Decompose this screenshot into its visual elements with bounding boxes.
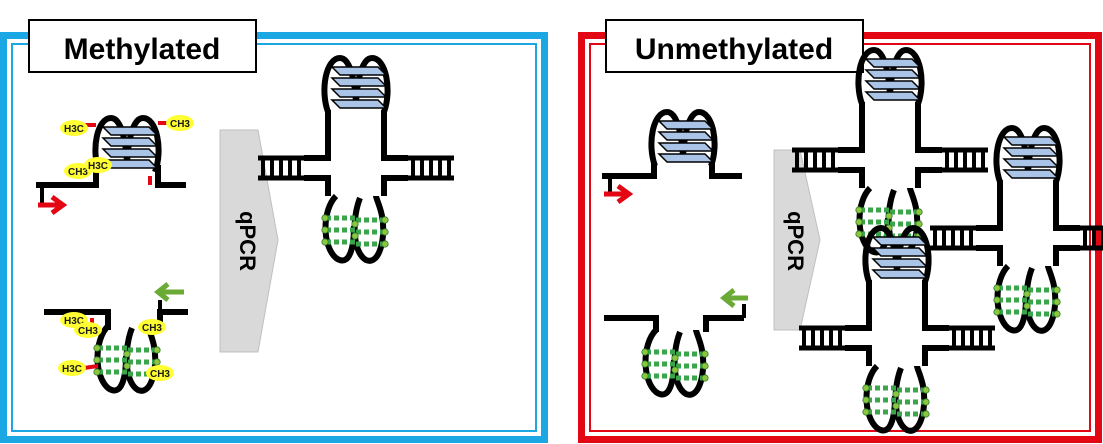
unmethylated-frame-inner	[589, 43, 1091, 432]
methyl-tag: CH3	[146, 365, 174, 381]
svg-text:H3C: H3C	[88, 161, 108, 172]
amplification-product	[792, 50, 988, 253]
methyl-tag: CH3	[138, 319, 166, 335]
unmethylated-template-top	[602, 112, 742, 194]
unmethylated-frame-outer	[578, 32, 1102, 443]
unmethylated-title-box	[605, 19, 864, 73]
methyl-tag: CH3	[64, 163, 92, 179]
svg-text:CH3: CH3	[68, 167, 88, 178]
methyl-tag: CH3	[166, 115, 194, 131]
svg-text:CH3: CH3	[170, 119, 190, 130]
unmethylated-panel: Unmethylated qPCR	[578, 19, 1103, 443]
unmethylated-template-bottom	[604, 304, 746, 395]
svg-text:qPCR: qPCR	[235, 211, 260, 271]
svg-text:H3C: H3C	[64, 124, 84, 135]
amplification-product	[799, 228, 995, 431]
forward-primer-arrow	[38, 194, 68, 216]
methylated-frame-inner	[11, 43, 537, 432]
svg-text:qPCR: qPCR	[783, 211, 808, 271]
svg-text:CH3: CH3	[142, 323, 162, 334]
methyl-tag: H3C	[58, 360, 86, 376]
svg-text:H3C: H3C	[64, 316, 84, 327]
methyl-tag: H3C	[60, 120, 88, 136]
methylated-template-top: H3C CH3 CH3 H3C	[36, 115, 194, 203]
methyl-tag: H3C	[84, 157, 112, 173]
svg-text:H3C: H3C	[62, 364, 82, 375]
methylated-title: Methylated	[64, 33, 221, 66]
amplification-product	[258, 58, 454, 261]
methylated-template-bottom: H3C CH3 CH3 H3C CH3	[44, 300, 188, 391]
unmethylated-title: Unmethylated	[635, 33, 833, 66]
qpcr-arrow: qPCR	[773, 149, 821, 331]
reverse-primer-arrow	[719, 288, 748, 308]
svg-text:CH3: CH3	[78, 326, 98, 337]
methyl-tag: CH3	[74, 322, 102, 338]
reverse-primer-arrow	[153, 282, 184, 302]
forward-primer-arrow	[604, 183, 634, 205]
svg-text:CH3: CH3	[150, 369, 170, 380]
qpcr-arrow: qPCR	[219, 129, 279, 353]
methylated-title-box	[28, 19, 257, 73]
methyl-tag: H3C	[60, 312, 88, 328]
methylated-frame-outer	[0, 32, 548, 443]
methylated-panel: Methylated H3C CH3 CH3 H3C	[0, 19, 548, 443]
